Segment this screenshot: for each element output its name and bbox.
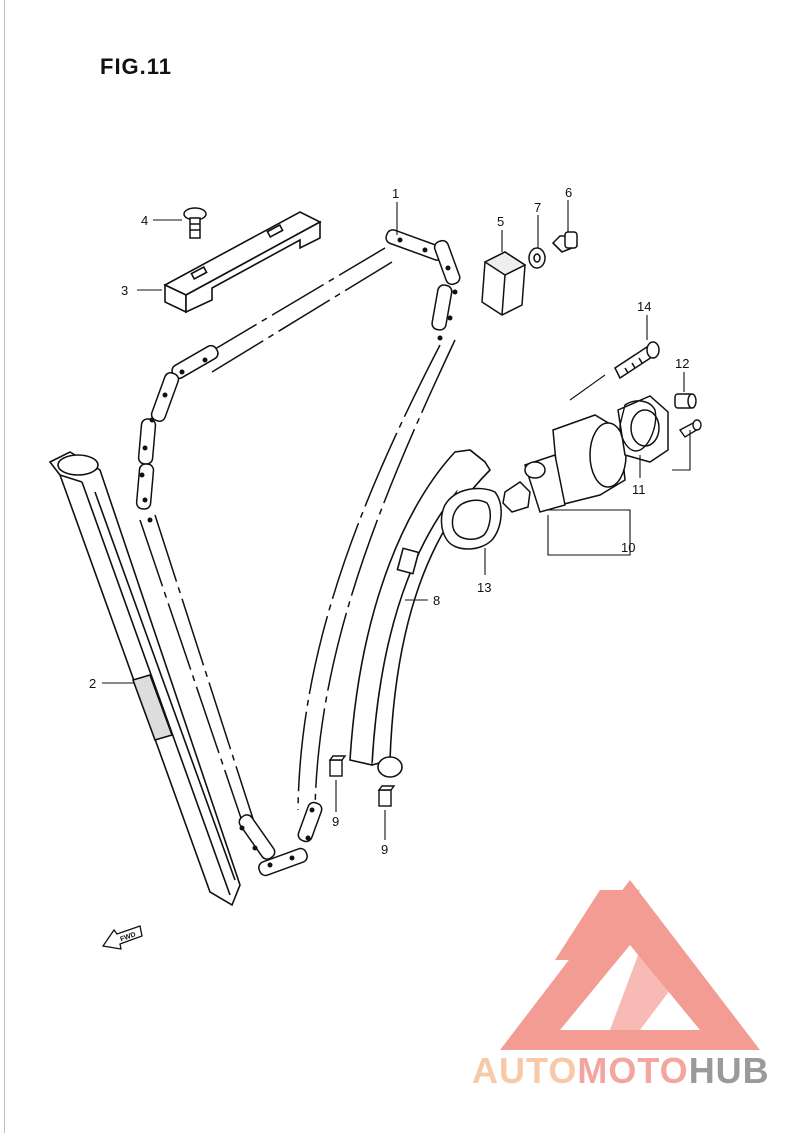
tensioner-assembly	[502, 395, 669, 513]
callout-10: 10	[621, 540, 635, 555]
callout-6: 6	[565, 185, 572, 200]
callout-5: 5	[497, 214, 504, 229]
block-part-9-b	[377, 785, 396, 807]
chain-guide-top	[163, 211, 322, 314]
callout-8: 8	[433, 593, 440, 608]
callout-11: 11	[632, 482, 646, 497]
leader-lines	[102, 200, 691, 840]
callout-14: 14	[637, 299, 651, 314]
block-part-9-a	[328, 755, 347, 777]
watermark-part-hub: HUB	[688, 1050, 770, 1091]
forward-direction-arrow: FWD	[101, 925, 143, 950]
figure-title: FIG.11	[100, 54, 173, 79]
bolt-part-6	[551, 231, 578, 253]
watermark-logo	[500, 880, 760, 1050]
callout-13: 13	[477, 580, 491, 595]
callout-12: 12	[675, 356, 689, 371]
callout-9-b: 9	[381, 842, 388, 857]
callout-1: 1	[392, 186, 399, 201]
washer-part-7	[528, 247, 546, 269]
screw-part-4	[183, 207, 207, 239]
watermark-part-auto: AUTO	[472, 1050, 578, 1091]
callout-9-a: 9	[332, 814, 339, 829]
tensioner-guide	[349, 449, 492, 778]
callout-labels: 1 2 3 4 5 6 7 8 9 9 10 11 12 13 14	[89, 185, 689, 857]
callout-4: 4	[141, 213, 148, 228]
damper-part-5	[481, 251, 527, 316]
plug-part-12	[674, 393, 697, 409]
gasket-part-11	[619, 400, 657, 452]
callout-3: 3	[121, 283, 128, 298]
small-bolt	[678, 419, 702, 438]
callout-2: 2	[89, 676, 96, 691]
gasket-part-13	[440, 487, 502, 550]
chain-guide-left	[48, 451, 241, 907]
cam-chain	[135, 229, 461, 877]
watermark-text: AUTOMOTOHUB	[472, 1050, 770, 1092]
callout-7: 7	[534, 200, 541, 215]
watermark-part-moto: MOTO	[577, 1050, 689, 1091]
bolt-part-14	[614, 341, 660, 380]
scan-edge-line	[4, 0, 5, 1133]
